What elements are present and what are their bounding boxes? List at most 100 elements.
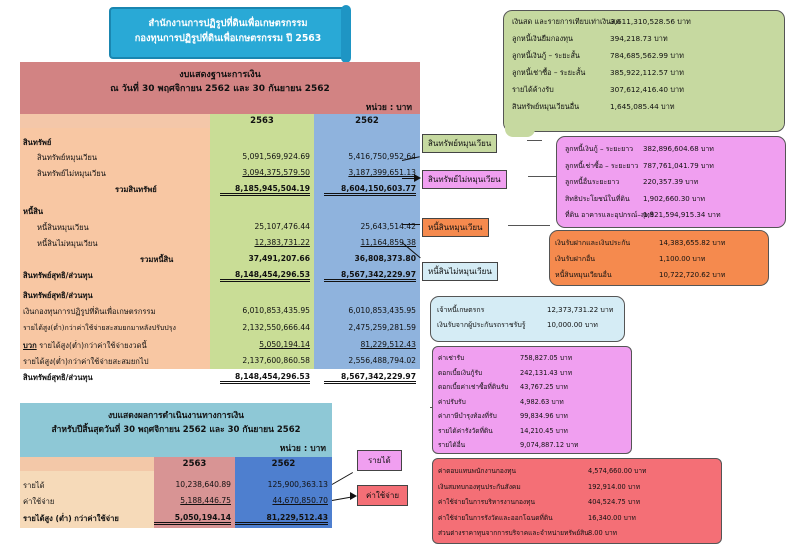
callout-item-value: 10,000.00 บาท [547, 321, 598, 329]
is-row-value-2562: 44,670,850.70 [272, 496, 328, 505]
callout-item-label: สิทธิประโยชน์ในที่ดิน [565, 194, 630, 203]
callout-noncurrent-liabilities [430, 296, 625, 342]
callout-item-value: 43,767.25 บาท [520, 383, 568, 391]
bs-row-value-2562: 6,010,853,435.95 [348, 306, 416, 315]
callout-item: ที่ดิน อาคารและอุปกรณ์–สุทธิ1,921,594,91… [565, 210, 785, 227]
connector-line [527, 140, 542, 141]
bs-row-value-2562: 8,567,342,229.97 [324, 270, 416, 282]
callout-item-value: 784,685,562.99 บาท [610, 51, 684, 60]
callout-item-label: ค่าตอบแทนพนักงานกองทุน [438, 467, 516, 475]
callout-item-value: 1,921,594,915.34 บาท [643, 211, 721, 219]
banner-scroll-curl [341, 5, 351, 63]
arrow-line [331, 496, 352, 501]
callout-item-value: 382,896,604.68 บาท [643, 145, 714, 153]
bs-row-label: รวมหนี้สิน [140, 255, 174, 264]
callout-item-label: ค่าปรับรับ [438, 397, 466, 406]
bs-row-value-2562: 36,808,373.80 [354, 254, 417, 263]
callout-item: ลูกหนี้เงินยืมกองทุน 394,218.73 บาท [512, 34, 782, 51]
bs-row-label: สินทรัพย์ไม่หมุนเวียน [37, 169, 106, 178]
callout-item-value: 394,218.73 บาท [610, 34, 668, 43]
tag-current-assets: สินทรัพย์หมุนเวียน [422, 134, 498, 153]
bs-row-label: รายได้สูง(ต่ำ)กว่าค่าใช้จ่ายสะสมยกมาหลัง… [23, 324, 176, 332]
callout-item-value: 9,074,887.12 บาท [520, 441, 579, 449]
is-row-label: รายได้สูง (ต่ำ) กว่าค่าใช้จ่าย [23, 514, 119, 523]
callout-item-label: ค่าภาษีบำรุงท้องที่รับ [438, 412, 497, 420]
bs-row-label: รายได้สูง(ต่ำ)กว่าค่าใช้จ่ายงวดนี้ [36, 341, 147, 350]
banner-line2: กองทุนการปฏิรูปที่ดินเพื่อเกษตรกรรม ปี 2… [134, 33, 322, 44]
callout-item: ลูกหนี้เงินกู้ – ระยะสั้น 784,685,562.99 … [512, 51, 782, 68]
income-statement-col-2562: 2562 [271, 459, 296, 469]
bs-row-label: หนี้สินหมุนเวียน [37, 223, 89, 232]
callout-item: ค่าภาษีบำรุงท้องที่รับ 99,834.96 บาท [438, 410, 628, 425]
callout-item-label: ลูกหนี้อื่นระยะยาว [565, 178, 620, 186]
callout-noncurrent-assets [556, 136, 786, 228]
income-statement-unit: หน่วย : บาท [279, 444, 326, 454]
callout-expense [432, 458, 722, 544]
callout-item-label: ลูกหนี้เงินยืมกองทุน [512, 34, 573, 43]
income-statement-column-2563 [154, 457, 235, 528]
callout-item-label: ส่วนต่างราคาทุนจากการบริจาคและจำหน่ายทรั… [438, 529, 589, 537]
callout-item-label: รายได้ค่ารังวัดที่ดิน [438, 426, 493, 435]
bs-row-value-2563: 12,383,731.22 [254, 238, 310, 247]
balance-sheet-header [20, 62, 420, 114]
callout-item-label: สินทรัพย์หมุนเวียนอื่น [512, 102, 580, 111]
callout-item-label: หนี้สินหมุนเวียนอื่น [555, 271, 612, 279]
bs-row-value-2562: 2,556,488,794.02 [348, 356, 416, 365]
banner-line1: สำนักงานการปฏิรูปที่ดินเพื่อเกษตรกรรม [148, 18, 308, 29]
callout-item-value: 1,902,660.30 บาท [643, 194, 705, 203]
callout-item: รายได้อื่น 9,074,887.12 บาท [438, 439, 628, 454]
callout-item-label: รายได้อื่น [438, 441, 466, 449]
balance-sheet-column-2562 [314, 114, 420, 369]
bs-row-label: รายได้สูง(ต่ำ)กว่าค่าใช้จ่ายสะสมยกไป [23, 357, 149, 366]
bs-row-value-2563: 8,148,454,296.53 [220, 372, 310, 384]
tag-noncurrent-liabilities: หนี้สินไม่หมุนเวียน [422, 262, 498, 281]
is-row-value-2563: 5,050,194.14 [154, 513, 231, 525]
bs-row-label: รวมสินทรัพย์ [115, 185, 157, 194]
bs-row-value-2562: 2,475,259,281.59 [348, 323, 416, 332]
callout-item-label: ดอกเบี้ยเงินกู้รับ [438, 368, 483, 377]
bs-row-value-2562: 8,567,342,229.97 [324, 372, 416, 384]
is-row-label: ค่าใช้จ่าย [23, 497, 55, 506]
income-statement-header [20, 403, 332, 457]
banner: สำนักงานการปฏิรูปที่ดินเพื่อเกษตรกรรม กอ… [109, 5, 351, 63]
callout-item-label: เงินสมทบกองทุนประกันสังคม [438, 482, 521, 491]
callout-item: สิทธิประโยชน์ในที่ดิน 1,902,660.30 บาท [565, 194, 785, 211]
callout-item-value: 99,834.96 บาท [520, 412, 568, 420]
add-prefix: บวก [23, 341, 37, 350]
balance-sheet-col-2563: 2563 [250, 116, 274, 126]
callout-item-label: ลูกหนี้เงินกู้ – ระยะสั้น [512, 51, 580, 60]
callout-item-value: 3,611,310,528.56 บาท [610, 17, 691, 26]
callout-item-label: ค่าเช่ารับ [438, 354, 465, 362]
callout-item-value: 16,340.00 บาท [588, 513, 636, 522]
callout-item-value: 14,210.45 บาท [520, 426, 568, 435]
balance-sheet-unit: หน่วย : บาท [365, 103, 412, 113]
bs-row-value-2563: 8,185,945,504.19 [220, 184, 310, 196]
callout-item-value: 404,524.75 บาท [588, 498, 641, 506]
callout-item-value: 8.00 บาท [588, 529, 618, 537]
bs-row-value-2562: 5,416,750,952.64 [348, 152, 416, 161]
bs-row-value-2563: 8,148,454,296.53 [220, 270, 310, 282]
callout-item-label: เงินรับฝากอื่น [555, 255, 596, 263]
bs-row-label: สินทรัพย์สุทธิ/ส่วนทุน [23, 291, 93, 300]
bs-row-value-2562: 11,164,859.38 [360, 238, 416, 247]
callout-item-value: 307,612,416.40 บาท [610, 85, 684, 94]
bs-row-value-2562: 3,187,399,651.13 [348, 168, 416, 177]
callout-item: ส่วนต่างราคาทุนจากการบริจาคและจำหน่ายทรั… [438, 527, 718, 543]
bs-row-label: สินทรัพย์ [23, 138, 52, 147]
is-row-value-2563: 10,238,640.89 [175, 480, 231, 489]
callout-item-label: เจ้าหนี้เกษตรกร [437, 306, 485, 314]
